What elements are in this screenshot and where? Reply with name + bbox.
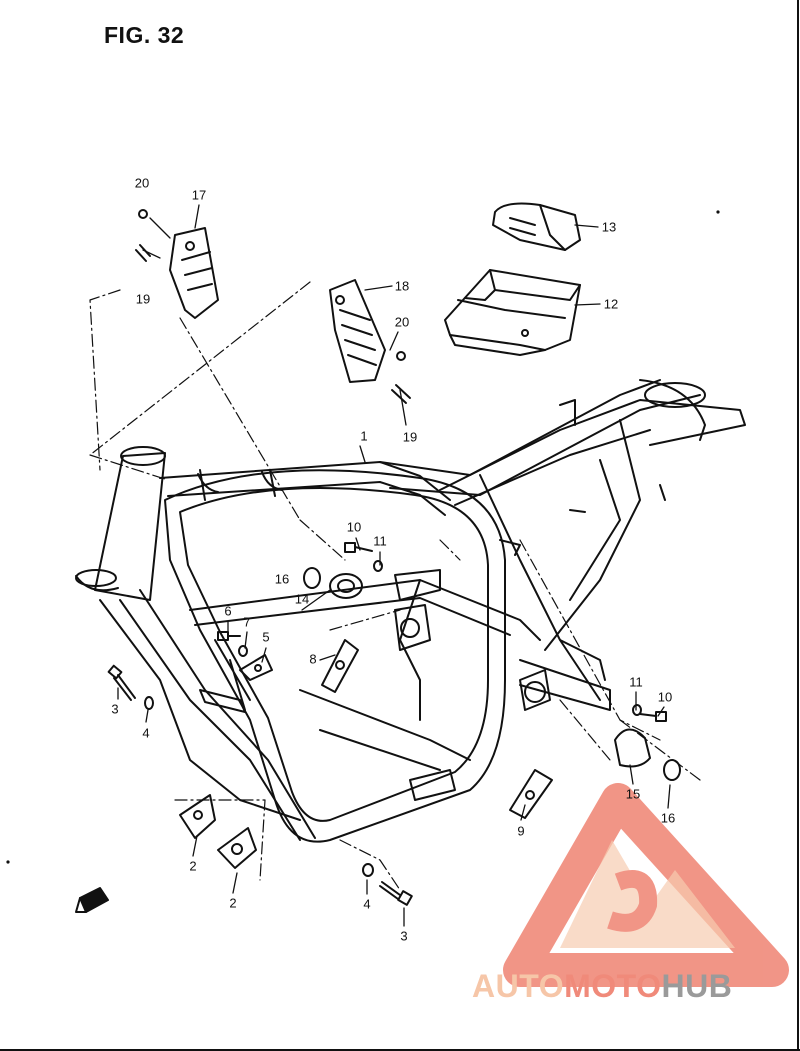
figure-title: FIG. 32 bbox=[104, 22, 185, 48]
callout-c8: 8 bbox=[309, 651, 317, 667]
battery-cover bbox=[492, 202, 581, 251]
callout-c3b: 3 bbox=[400, 928, 408, 944]
callout-c16b: 16 bbox=[660, 810, 676, 826]
callout-c17: 17 bbox=[191, 187, 207, 203]
callout-c6: 6 bbox=[224, 603, 232, 619]
callout-c4b: 4 bbox=[363, 896, 371, 912]
callout-c2b: 2 bbox=[229, 895, 237, 911]
callout-c5: 5 bbox=[262, 629, 270, 645]
callout-c20b: 20 bbox=[394, 314, 410, 330]
callout-c4a: 4 bbox=[142, 725, 150, 741]
side-cover-17 bbox=[169, 227, 219, 319]
callout-c11a: 11 bbox=[373, 533, 387, 549]
battery-box bbox=[444, 269, 581, 356]
cross-members bbox=[189, 579, 611, 801]
fastener-parts bbox=[107, 209, 681, 906]
front-downtubes bbox=[99, 589, 316, 841]
callout-c19b: 19 bbox=[402, 429, 418, 445]
rear-frame bbox=[439, 379, 746, 701]
callout-c18: 18 bbox=[394, 278, 410, 294]
callout-c20a: 20 bbox=[134, 175, 150, 191]
watermark-part-moto: MOTO bbox=[564, 968, 662, 1004]
steering-head bbox=[75, 446, 166, 601]
pivot-plates bbox=[394, 569, 551, 711]
watermark-part-hub: HUB bbox=[661, 968, 733, 1004]
watermark-logo-icon bbox=[503, 783, 789, 987]
callout-c19a: 19 bbox=[135, 291, 151, 307]
callout-c11b: 11 bbox=[629, 674, 643, 690]
callout-c9: 9 bbox=[517, 823, 525, 839]
leader-lines bbox=[117, 204, 671, 927]
callout-c3a: 3 bbox=[111, 701, 119, 717]
side-cover-18 bbox=[329, 279, 386, 383]
callout-c14: 14 bbox=[294, 591, 310, 607]
callout-c7: 7 bbox=[243, 614, 251, 630]
callout-c1: 1 bbox=[360, 428, 368, 444]
main-loop bbox=[164, 469, 506, 843]
watermark-text: AUTOMOTOHUB bbox=[472, 968, 732, 1005]
callout-c10a: 10 bbox=[346, 519, 362, 535]
callout-c13: 13 bbox=[601, 219, 617, 235]
page-edge-bottom bbox=[0, 1049, 800, 1051]
page-edge-right bbox=[797, 0, 799, 1051]
callout-c12: 12 bbox=[603, 296, 619, 312]
callout-c10b: 10 bbox=[657, 689, 673, 705]
fwd-arrow-icon bbox=[75, 887, 109, 913]
callout-c15: 15 bbox=[625, 786, 641, 802]
callout-c2a: 2 bbox=[189, 858, 197, 874]
callout-c16a: 16 bbox=[274, 571, 290, 587]
watermark-part-auto: AUTO bbox=[472, 968, 565, 1004]
